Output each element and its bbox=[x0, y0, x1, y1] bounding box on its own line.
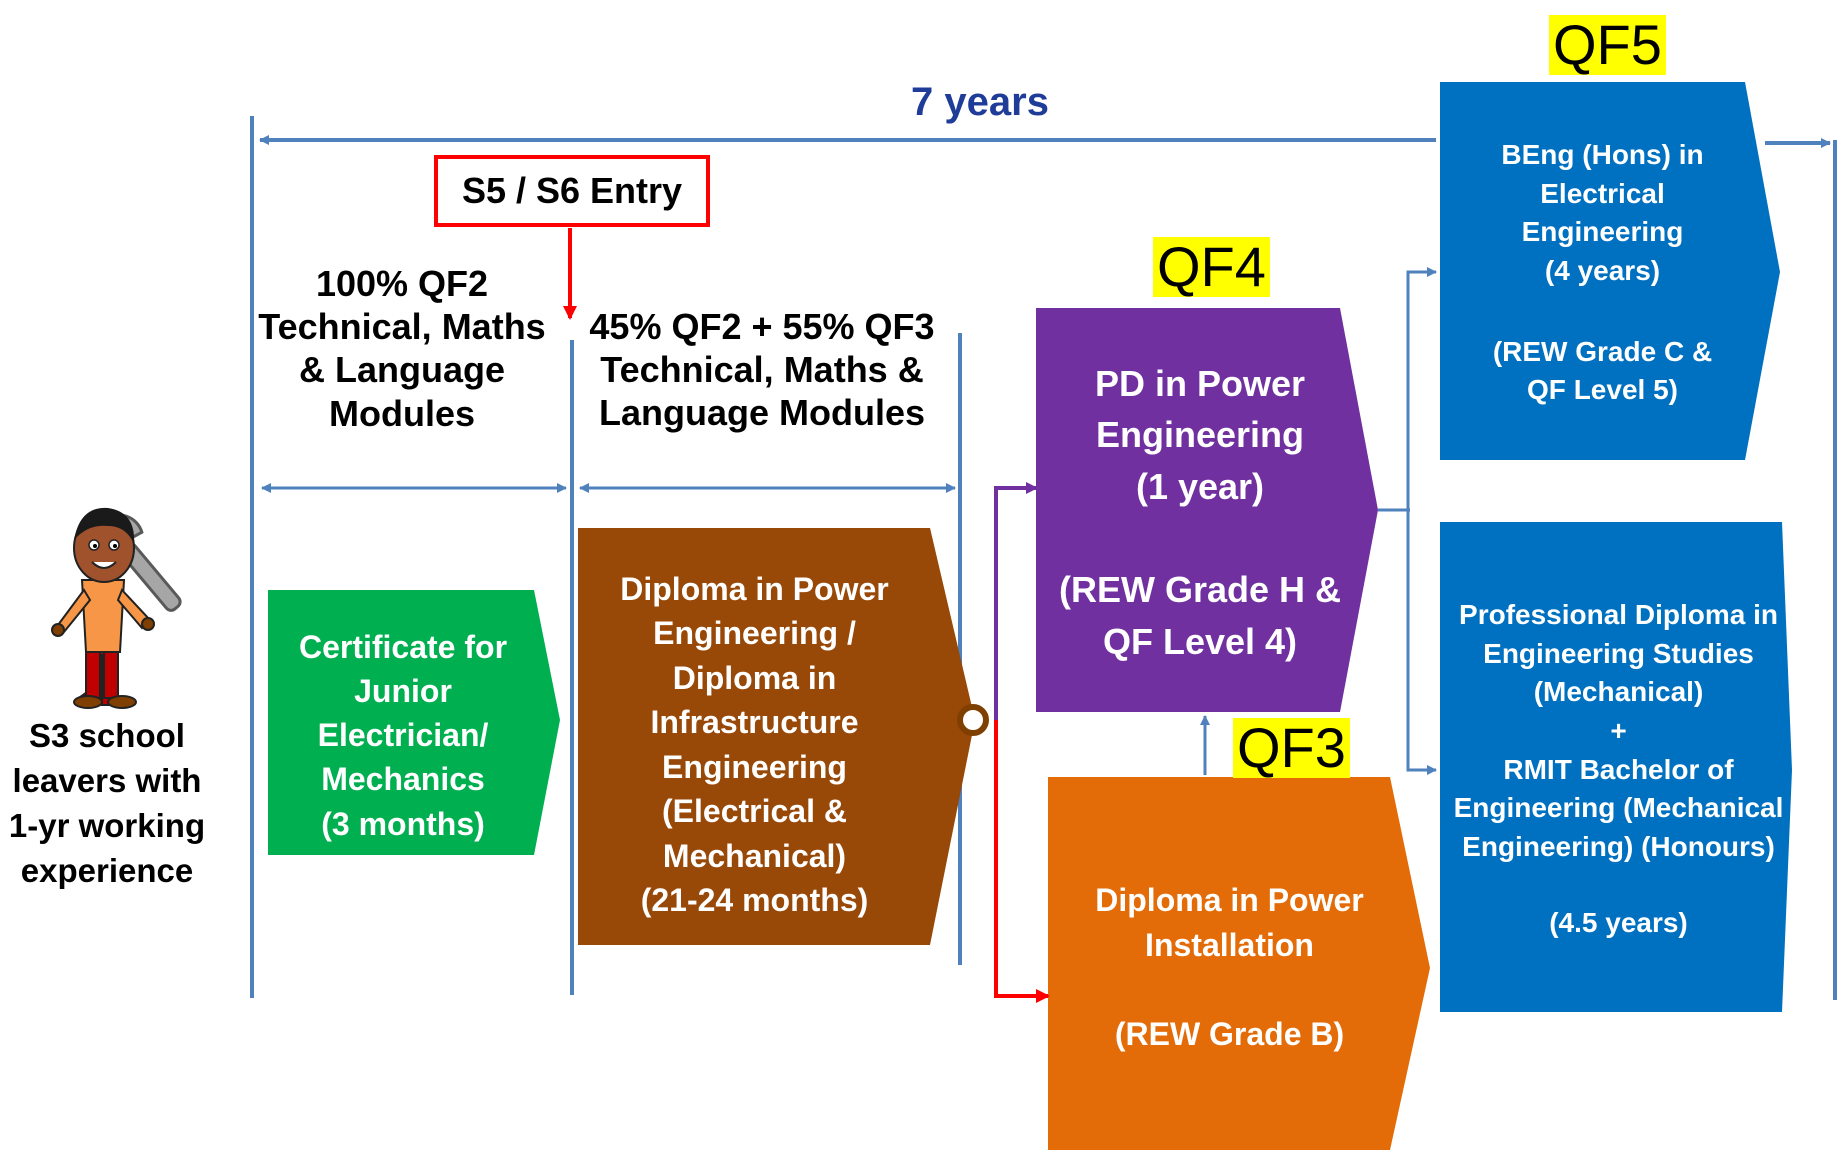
prof-diploma-box-shape bbox=[1440, 522, 1792, 1012]
qf5-label: QF5 bbox=[1549, 15, 1666, 75]
pd-power-box-label: PD in Power Engineering (1 year) (REW Gr… bbox=[1058, 363, 1342, 662]
junction-node bbox=[957, 704, 989, 736]
pd-to-prof-diploma-arrow bbox=[1406, 510, 1437, 775]
branch-to-pd-arrow bbox=[994, 482, 1038, 720]
branch-to-installation-arrow bbox=[994, 720, 1050, 1003]
stage2-header: 45% QF2 + 55% QF3 Technical, Maths & Lan… bbox=[589, 306, 935, 434]
pd-to-beng-arrow bbox=[1406, 267, 1437, 510]
beng-box-shape bbox=[1440, 82, 1780, 460]
beng-box-label: BEng (Hons) in Electrical Engineering (4… bbox=[1492, 139, 1713, 406]
student-illustration-icon bbox=[51, 507, 182, 709]
prof-diploma-box-label: Professional Diploma in Engineering Stud… bbox=[1453, 599, 1784, 939]
diploma-power-box-shape bbox=[578, 528, 975, 945]
pd-power-box-shape bbox=[1036, 308, 1378, 712]
stage1-header: 100% QF2 Technical, Maths & Language Mod… bbox=[258, 263, 546, 434]
certificate-box-label: Certificate for Junior Electrician/ Mech… bbox=[298, 629, 508, 842]
diploma-installation-box-label: Diploma in Power Installation (REW Grade… bbox=[1095, 882, 1364, 1052]
duration-label: 7 years bbox=[911, 80, 1049, 124]
diploma-power-box-label: Diploma in Power Engineering / Diploma i… bbox=[620, 571, 889, 919]
qf3-label: QF3 bbox=[1233, 718, 1350, 778]
diploma-installation-box-shape bbox=[1048, 777, 1430, 1150]
person-caption: S3 school leavers with 1-yr working expe… bbox=[8, 717, 206, 889]
certificate-box-shape bbox=[268, 590, 560, 855]
qf4-label: QF4 bbox=[1153, 237, 1270, 297]
entry-box: S5 / S6 Entry bbox=[434, 155, 710, 227]
